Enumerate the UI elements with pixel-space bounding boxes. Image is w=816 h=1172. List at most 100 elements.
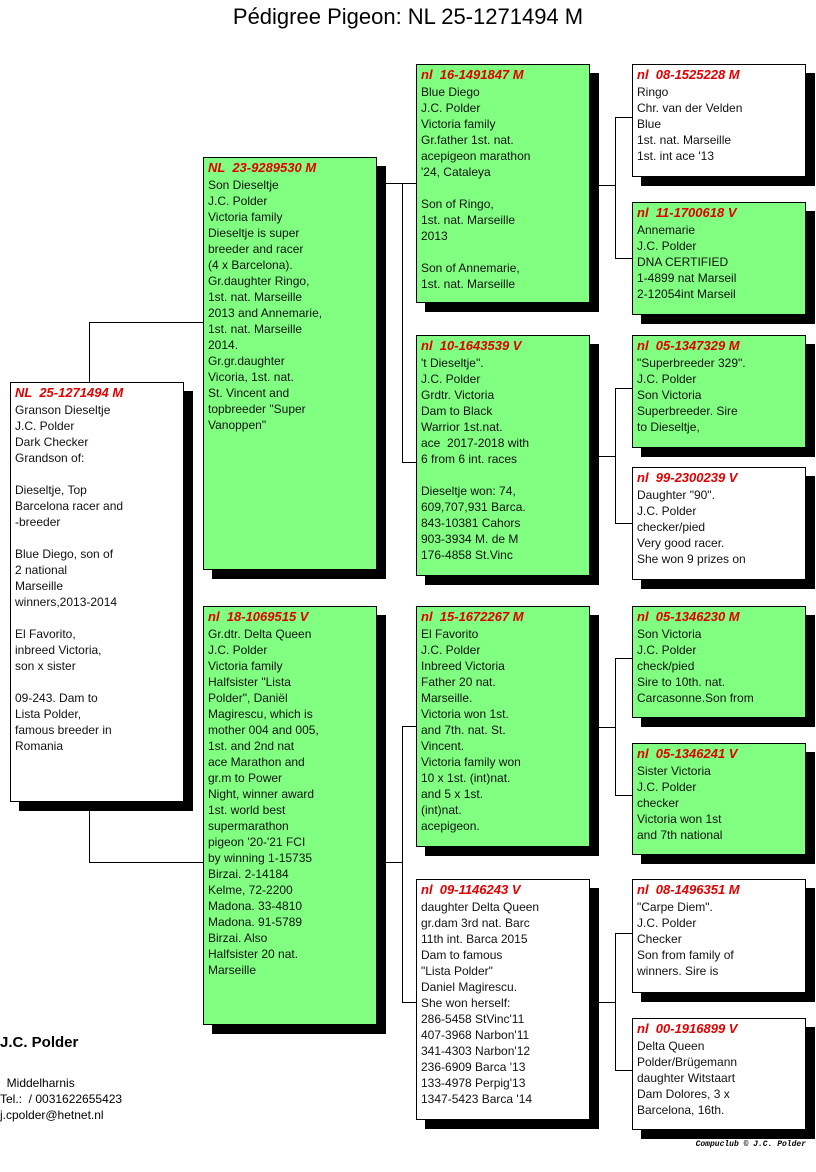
pigeon-info-line: Birzai. Also bbox=[208, 931, 268, 945]
pigeon-info-line: Son Victoria bbox=[637, 627, 702, 641]
pigeon-info-line: gr.m to Power bbox=[208, 771, 283, 785]
connector bbox=[615, 388, 632, 389]
pigeon-info-line: 341-4303 Narbon'12 bbox=[421, 1044, 531, 1058]
ring-number: nl 15-1672267 M bbox=[421, 609, 524, 624]
ring-number: NL 25-1271494 M bbox=[15, 385, 124, 400]
pigeon-info-line bbox=[421, 180, 585, 196]
pigeon-info-line: J.C. Polder bbox=[208, 194, 268, 208]
pigeon-info-line: Gr.gr.daughter bbox=[208, 354, 285, 368]
pigeon-info-line: 2014. bbox=[208, 338, 239, 352]
pigeon-info-line: Marseille bbox=[15, 579, 64, 593]
pigeon-info-line: 1st. nat. Marseille bbox=[421, 277, 516, 291]
pigeon-info-line: Victoria family bbox=[421, 117, 496, 131]
pigeon-info-line bbox=[15, 610, 179, 626]
pigeon-info-line: Dieseltje is super bbox=[208, 226, 300, 240]
pigeon-info-line: breeder and racer bbox=[208, 242, 304, 256]
pigeon-info-line: St. Vincent and bbox=[208, 386, 290, 400]
pigeon-info-line: El Favorito, bbox=[15, 627, 76, 641]
pigeon-info-line: Birzai. 2-14184 bbox=[208, 867, 289, 881]
pigeon-info-line: Vanoppen" bbox=[208, 418, 267, 432]
pigeon-info-line: Sister Victoria bbox=[637, 764, 711, 778]
connector bbox=[615, 1070, 632, 1071]
pigeon-info-line: Madona. 33-4810 bbox=[208, 899, 303, 913]
pigeon-info-line: Dieseltje, Top bbox=[15, 483, 87, 497]
pigeon-info-line: J.C. Polder bbox=[421, 643, 481, 657]
pigeon-info-line: and 5 x 1st. bbox=[421, 787, 484, 801]
pigeon-info-line: El Favorito bbox=[421, 627, 479, 641]
pigeon-info-line: 1st. nat. Marseille bbox=[421, 213, 516, 227]
pigeon-info-line: famous breeder in bbox=[15, 723, 112, 737]
connector bbox=[402, 726, 416, 727]
pigeon-info-line: '24, Cataleya bbox=[421, 165, 491, 179]
ring-number: nl 08-1525228 M bbox=[637, 67, 740, 82]
pigeon-info-line: 176-4858 St.Vinc bbox=[421, 548, 513, 562]
pigeon-info-line: Dieseltje won: 74, bbox=[421, 484, 516, 498]
pigeon-info-line: 2-12054int Marseil bbox=[637, 287, 736, 301]
pigeon-info-line: 609,707,931 Barca. bbox=[421, 500, 526, 514]
pigeon-info-line: J.C. Polder bbox=[637, 372, 697, 386]
pigeon-info-line: checker/pied bbox=[637, 520, 706, 534]
pigeon-info-line: 286-5458 StVinc'11 bbox=[421, 1012, 525, 1026]
pigeon-info-line: Very good racer. bbox=[637, 536, 725, 550]
pigeon-info-line: "Lista Polder" bbox=[421, 964, 493, 978]
pigeon-info-line: J.C. Polder bbox=[421, 372, 481, 386]
pigeon-info-line: 1st. int ace '13 bbox=[637, 149, 715, 163]
owner-city: Middelharnis bbox=[0, 1076, 75, 1090]
pigeon-info-line: Polder/Brügemann bbox=[637, 1055, 738, 1069]
pigeon-info-line: Victoria family bbox=[208, 210, 283, 224]
connector bbox=[615, 117, 616, 259]
pigeon-info-line: Dam to Black bbox=[421, 404, 493, 418]
pigeon-info-line: check/pied bbox=[637, 659, 695, 673]
pigeon-info-line: Son of Ringo, bbox=[421, 197, 494, 211]
pigeon-info-line: She won herself: bbox=[421, 996, 511, 1010]
pigeon-info-line: checker bbox=[637, 796, 680, 810]
pigeon-info-line: Son from family of bbox=[637, 948, 734, 962]
pigeon-card-sire-dam[interactable]: nl 10-1643539 V't Dieseltje".J.C. Polder… bbox=[416, 335, 590, 576]
pigeon-info-line bbox=[421, 244, 585, 260]
pigeon-info-line: 1st. nat. Marseille bbox=[208, 322, 303, 336]
pigeon-info-line: 2013 and Annemarie, bbox=[208, 306, 323, 320]
connector bbox=[376, 862, 402, 863]
pigeon-info-line: 2013 bbox=[421, 229, 448, 243]
connector bbox=[615, 658, 616, 795]
pigeon-info-line: ace Marathon and bbox=[208, 755, 305, 769]
pigeon-info-line: Annemarie bbox=[637, 223, 696, 237]
pigeon-info-line: Son Victoria bbox=[637, 388, 702, 402]
pigeon-card-sd-sire[interactable]: nl 05-1347329 M"Superbreeder 329".J.C. P… bbox=[632, 335, 806, 448]
pigeon-info-line: Inbreed Victoria bbox=[421, 659, 505, 673]
pigeon-info-line: Victoria won 1st. bbox=[421, 707, 509, 721]
pigeon-info-line: J.C. Polder bbox=[421, 101, 481, 115]
pigeon-info-line: Dark Checker bbox=[15, 435, 89, 449]
pigeon-info-line: Carcasonne.Son from bbox=[637, 691, 754, 705]
pigeon-info-line: She won 9 prizes on bbox=[637, 552, 746, 566]
pigeon-info-line: Gr.father 1st. nat. bbox=[421, 133, 514, 147]
owner-email[interactable]: j.cpolder@hetnet.nl bbox=[0, 1108, 104, 1122]
pigeon-info-line: Victoria family bbox=[208, 659, 283, 673]
owner-phone: Tel.: / 0031622655423 bbox=[0, 1092, 123, 1106]
ring-number: nl 05-1346230 M bbox=[637, 609, 740, 624]
connector bbox=[89, 322, 203, 323]
pigeon-info-line: daughter Delta Queen bbox=[421, 900, 540, 914]
pigeon-info-line: Grdtr. Victoria bbox=[421, 388, 495, 402]
pigeon-info-line: "Carpe Diem". bbox=[637, 900, 713, 914]
pigeon-info-line: 133-4978 Perpig'13 bbox=[421, 1076, 526, 1090]
connector bbox=[402, 462, 416, 463]
pigeon-info-line: Barcelona racer and bbox=[15, 499, 124, 513]
pigeon-info-line: Marseille bbox=[208, 963, 257, 977]
pigeon-info-line: 407-3968 Narbon'11 bbox=[421, 1028, 530, 1042]
connector bbox=[402, 726, 403, 1002]
pigeon-info-line: J.C. Polder bbox=[637, 239, 697, 253]
